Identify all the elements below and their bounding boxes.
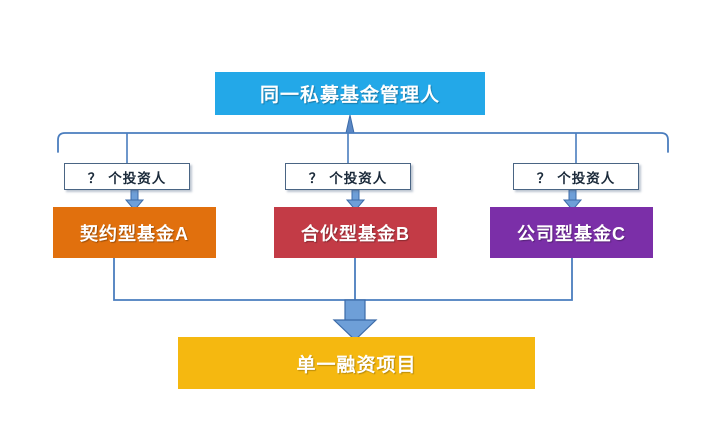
investor-count-text-b: 个投资人	[329, 170, 388, 186]
investor-count-value-b: ？	[308, 170, 324, 186]
investor-count-value-c: ？	[536, 170, 552, 186]
fund-merge-connector	[113, 258, 573, 301]
investor-count-value-a: ？	[87, 170, 103, 186]
arrow-to-project	[332, 299, 378, 341]
fund-box-partnership-b: 合伙型基金B	[274, 207, 437, 258]
fund-manager-box: 同一私募基金管理人	[215, 72, 485, 115]
investor-count-label-a: ？ 个投资人	[64, 163, 190, 190]
fund-box-contractual-a: 契约型基金A	[53, 207, 216, 258]
investor-count-label-b: ？ 个投资人	[285, 163, 411, 190]
financing-project-box: 单一融资项目	[178, 337, 535, 389]
investor-count-text-a: 个投资人	[108, 170, 167, 186]
manager-stem-arrow	[345, 114, 355, 134]
investor-count-text-c: 个投资人	[557, 170, 616, 186]
investor-count-label-c: ？ 个投资人	[513, 163, 639, 190]
fund-box-corporate-c: 公司型基金C	[490, 207, 653, 258]
manager-brace	[57, 132, 669, 153]
